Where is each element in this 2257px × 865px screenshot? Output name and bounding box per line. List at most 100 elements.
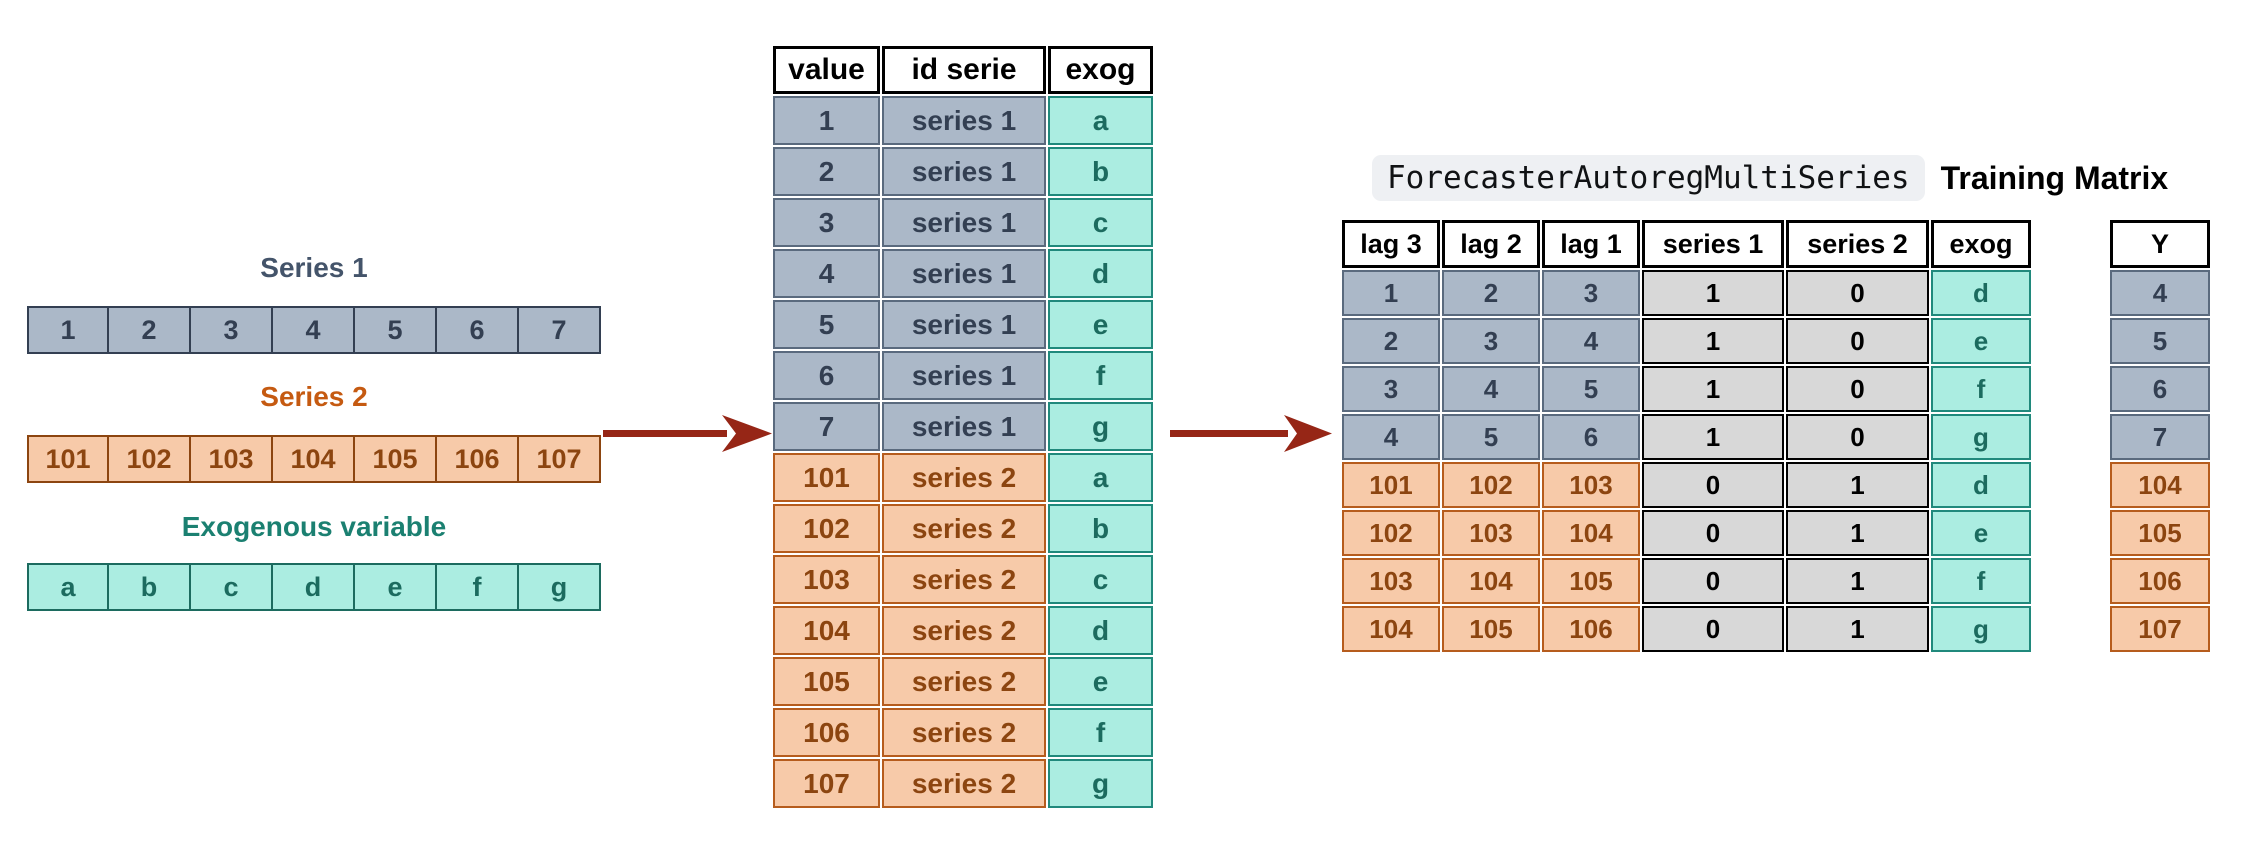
- series2-cell: 101: [27, 435, 109, 483]
- exog-cell: c: [1048, 198, 1153, 247]
- exog-cell: d: [1048, 249, 1153, 298]
- lag-cell: 2: [1442, 270, 1540, 316]
- value-cell: 1: [773, 96, 880, 145]
- id-serie-cell: series 2: [882, 453, 1046, 502]
- column-header: lag 1: [1542, 220, 1640, 268]
- series2-cell: 107: [519, 435, 601, 483]
- id-serie-cell: series 2: [882, 657, 1046, 706]
- lag-cell: 2: [1342, 318, 1440, 364]
- lag-cell: 4: [1342, 414, 1440, 460]
- training-matrix-caption: ForecasterAutoregMultiSeries Training Ma…: [1372, 152, 2168, 204]
- series1-title: Series 1: [260, 252, 368, 283]
- exog-cell: f: [1931, 366, 2031, 412]
- lag-cell: 106: [1542, 606, 1640, 652]
- id-serie-cell: series 1: [882, 249, 1046, 298]
- lag-cell: 101: [1342, 462, 1440, 508]
- onehot-cell: 1: [1786, 558, 1929, 604]
- table-row: 106: [2110, 558, 2210, 604]
- y-value-cell: 104: [2110, 462, 2210, 508]
- y-value-cell: 5: [2110, 318, 2210, 364]
- exog-cell: g: [1931, 606, 2031, 652]
- lag-cell: 5: [1542, 366, 1640, 412]
- exog-cell: d: [1931, 462, 2031, 508]
- table-row: 107: [2110, 606, 2210, 652]
- onehot-cell: 0: [1642, 510, 1784, 556]
- series1-cell: 7: [519, 306, 601, 354]
- lag-cell: 103: [1342, 558, 1440, 604]
- exog-cell: d: [1931, 270, 2031, 316]
- series2-cell: 104: [273, 435, 355, 483]
- onehot-cell: 0: [1642, 606, 1784, 652]
- exog-cell: f: [1048, 351, 1153, 400]
- exog-cell: a: [1048, 453, 1153, 502]
- series2-cell: 106: [437, 435, 519, 483]
- lag-cell: 3: [1442, 318, 1540, 364]
- id-serie-cell: series 2: [882, 759, 1046, 808]
- column-header: series 1: [1642, 220, 1784, 268]
- column-header: exog: [1048, 46, 1153, 94]
- exog-cell: f: [1048, 708, 1153, 757]
- table-row: 7: [2110, 414, 2210, 460]
- table-row: 5: [2110, 318, 2210, 364]
- value-cell: 104: [773, 606, 880, 655]
- value-cell: 4: [773, 249, 880, 298]
- right-arrow-icon: [603, 415, 772, 452]
- right-arrow-icon: [1170, 415, 1332, 452]
- lag-cell: 3: [1542, 270, 1640, 316]
- series1-cell: 4: [273, 306, 355, 354]
- value-cell: 101: [773, 453, 880, 502]
- value-cell: 5: [773, 300, 880, 349]
- lag-cell: 4: [1442, 366, 1540, 412]
- exog-title: Exogenous variable: [181, 511, 447, 542]
- lag-cell: 104: [1542, 510, 1640, 556]
- exog-cell: c: [1048, 555, 1153, 604]
- table-row: 105: [2110, 510, 2210, 556]
- lag-cell: 104: [1342, 606, 1440, 652]
- y-value-cell: 107: [2110, 606, 2210, 652]
- series2-cell: 105: [355, 435, 437, 483]
- y-header-row: Y: [2110, 220, 2210, 268]
- y-value-cell: 105: [2110, 510, 2210, 556]
- lag-cell: 105: [1542, 558, 1640, 604]
- onehot-cell: 1: [1642, 270, 1784, 316]
- series1-cell: 6: [437, 306, 519, 354]
- exog-cell: e: [1048, 300, 1153, 349]
- exog-cell: g: [1048, 759, 1153, 808]
- series1-cell: 1: [27, 306, 109, 354]
- column-header: value: [773, 46, 880, 94]
- value-cell: 105: [773, 657, 880, 706]
- training-matrix-label: Training Matrix: [1940, 159, 2169, 196]
- series2-cell: 103: [191, 435, 273, 483]
- lag-cell: 5: [1442, 414, 1540, 460]
- y-value-cell: 4: [2110, 270, 2210, 316]
- lag-cell: 1: [1342, 270, 1440, 316]
- y-value-cell: 6: [2110, 366, 2210, 412]
- lag-cell: 104: [1442, 558, 1540, 604]
- exog-cell: c: [191, 563, 273, 611]
- table-row: 104: [2110, 462, 2210, 508]
- value-cell: 106: [773, 708, 880, 757]
- onehot-cell: 1: [1786, 462, 1929, 508]
- lag-cell: 6: [1542, 414, 1640, 460]
- onehot-cell: 0: [1642, 558, 1784, 604]
- forecaster-class-name: ForecasterAutoregMultiSeries: [1372, 155, 1925, 201]
- onehot-cell: 0: [1786, 366, 1929, 412]
- value-cell: 102: [773, 504, 880, 553]
- exog-cell: f: [437, 563, 519, 611]
